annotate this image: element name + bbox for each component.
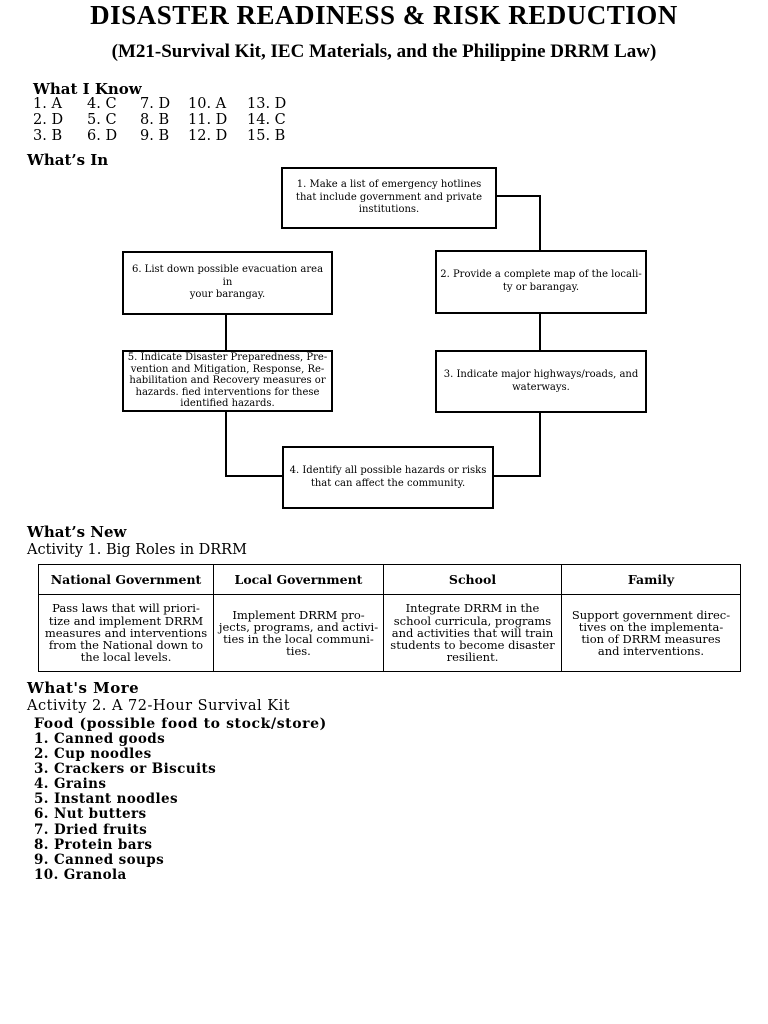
- section-heading-whats-more: What's More: [27, 679, 140, 697]
- answer-cell: 9. B: [140, 127, 170, 144]
- answer-key: 1. A 4. C 7. D 10. A 13. D 2. D 5. C 8. …: [33, 96, 307, 145]
- activity-2-title: Activity 2. A 72-Hour Survival Kit: [27, 698, 291, 714]
- connector-line: [225, 315, 227, 350]
- food-list-item: 9. Canned soups: [34, 851, 165, 868]
- answer-row: 2. D 5. C 8. B 11. D 14. C: [33, 111, 307, 129]
- connector-line: [539, 195, 541, 250]
- food-list-item: 10. Granola: [34, 866, 127, 883]
- connector-line: [539, 314, 541, 350]
- food-list-item: 3. Crackers or Biscuits: [34, 761, 217, 778]
- answer-cell: 15. B: [247, 127, 286, 144]
- food-list-item: 6. Nut butters: [34, 806, 147, 823]
- answer-cell: 11. D: [188, 111, 228, 128]
- food-list-item: 7. Dried fruits: [34, 821, 148, 838]
- flowchart-box-5: 5. Indicate Disaster Preparedness, Pre- …: [122, 350, 333, 412]
- connector-line: [225, 475, 282, 477]
- roles-table: National Government Local Government Sch…: [38, 564, 741, 672]
- answer-cell: 1. A: [33, 96, 62, 112]
- flowchart-box-2: 2. Provide a complete map of the locali-…: [435, 250, 647, 314]
- answer-row: 3. B 6. D 9. B 12. D 15. B: [33, 127, 307, 145]
- food-list-item: 4. Grains: [34, 776, 107, 793]
- food-list-item: 8. Protein bars: [34, 836, 153, 853]
- section-heading-whats-in: What’s In: [27, 151, 109, 169]
- section-heading-whats-new: What’s New: [27, 523, 127, 541]
- table-cell-local-government: Implement DRRM pro- jects, programs, and…: [213, 594, 383, 671]
- answer-cell: 10. A: [188, 96, 227, 112]
- table-header-local-government: Local Government: [213, 565, 383, 594]
- connector-line: [539, 413, 541, 477]
- flowchart-box-1: 1. Make a list of emergency hotlines tha…: [281, 167, 497, 229]
- answer-cell: 7. D: [140, 96, 171, 112]
- food-list-item: 2. Cup noodles: [34, 746, 152, 763]
- table-cell-family: Support government direc- tives on the i…: [561, 594, 740, 671]
- connector-line: [494, 475, 541, 477]
- answer-cell: 14. C: [247, 111, 286, 128]
- connector-line: [225, 412, 227, 477]
- table-header-family: Family: [561, 565, 740, 594]
- table-cell-national-government: Pass laws that will priori- tize and imp…: [39, 594, 213, 671]
- answer-cell: 8. B: [140, 111, 170, 128]
- table-header-school: School: [383, 565, 561, 594]
- activity-1-title: Activity 1. Big Roles in DRRM: [27, 542, 247, 558]
- food-list-item: 1. Canned goods: [34, 731, 166, 747]
- page-title: DISASTER READINESS & RISK REDUCTION: [90, 0, 678, 30]
- section-heading-what-i-know: What I Know: [33, 80, 142, 98]
- food-list: 1. Canned goods 2. Cup noodles 3. Cracke…: [34, 731, 217, 883]
- food-list-heading: Food (possible food to stock/store): [34, 716, 327, 732]
- page-subtitle: (M21-Survival Kit, IEC Materials, and th…: [111, 41, 657, 62]
- flowchart-box-6: 6. List down possible evacuation area in…: [122, 251, 333, 315]
- table-header-national-government: National Government: [50, 572, 202, 587]
- food-list-item: 5. Instant noodles: [34, 791, 179, 808]
- connector-line: [497, 195, 541, 197]
- answer-cell: 4. C: [87, 96, 117, 112]
- answer-row: 1. A 4. C 7. D 10. A 13. D: [33, 96, 307, 113]
- answer-cell: 5. C: [87, 111, 117, 128]
- answer-cell: 13. D: [247, 96, 287, 112]
- answer-cell: 3. B: [33, 127, 63, 144]
- answer-cell: 12. D: [188, 127, 228, 144]
- flowchart-box-3: 3. Indicate major highways/roads, and wa…: [435, 350, 647, 413]
- answer-cell: 2. D: [33, 111, 64, 128]
- answer-cell: 6. D: [87, 127, 118, 144]
- table-cell-school: Integrate DRRM in the school curricula, …: [383, 594, 561, 671]
- flowchart-box-4: 4. Identify all possible hazards or risk…: [282, 446, 494, 509]
